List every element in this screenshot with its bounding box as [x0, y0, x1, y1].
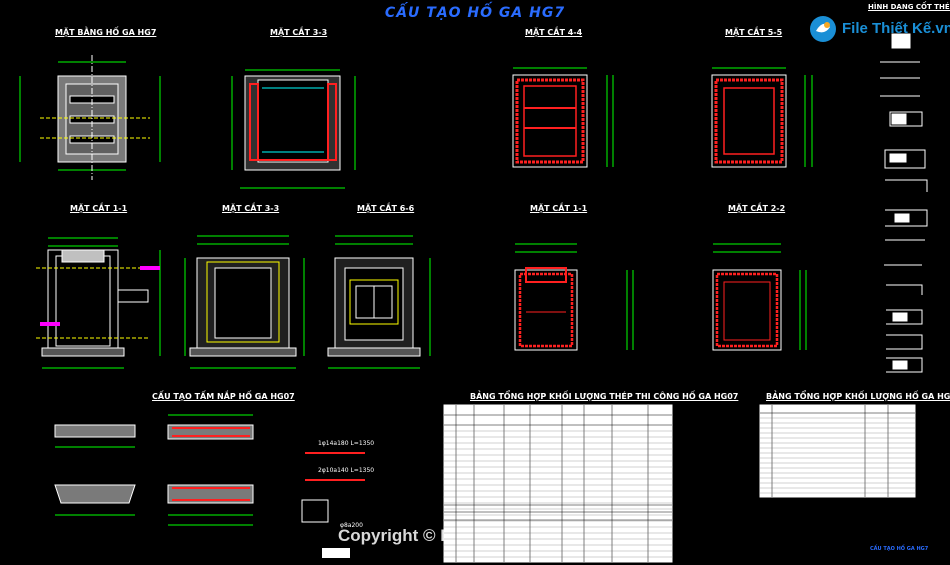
- drawing-title: CẤU TẠO HỐ GA HG7: [384, 5, 566, 21]
- section-22: [712, 243, 807, 351]
- section-11-right: [514, 243, 634, 351]
- label-section-66: MẶT CẮT 6-6: [357, 204, 415, 213]
- label-cover-slab: CẤU TẠO TẤM NẮP HỐ GA HG07: [152, 392, 295, 401]
- label-steel-shapes: HÌNH DẠNG CỐT THÉP: [868, 3, 950, 11]
- label-section-22: MẶT CẮT 2-2: [728, 204, 786, 213]
- label-steel-table: BẢNG TỔNG HỢP KHỐI LƯỢNG THÉP THI CÔNG H…: [470, 392, 739, 401]
- bar-mark-1: 1φ14a180 L=1350: [318, 440, 375, 447]
- steel-shapes-column: [880, 33, 928, 373]
- section-33-mid: [184, 235, 305, 369]
- volume-quantity-table: [759, 404, 916, 498]
- cover-slab-drawings: [54, 414, 365, 558]
- label-plan: MẶT BẰNG HỐ GA HG7: [55, 28, 157, 37]
- label-section-33-mid: MẶT CẮT 3-3: [222, 204, 280, 213]
- label-volume-table: BẢNG TỔNG HỢP KHỐI LƯỢNG HỐ GA HG7: [766, 392, 950, 401]
- section-55: [711, 67, 813, 168]
- plan-view: [19, 55, 161, 180]
- logo-icon: [810, 16, 836, 42]
- label-section-11-left: MẶT CẮT 1-1: [70, 204, 128, 213]
- bar-mark-3: φ8a200: [340, 522, 363, 529]
- section-44: [512, 67, 614, 168]
- steel-quantity-table: [443, 404, 673, 563]
- label-section-55: MẶT CẮT 5-5: [725, 28, 783, 37]
- label-section-11-right: MẶT CẮT 1-1: [530, 204, 588, 213]
- brand-logo: [808, 14, 838, 48]
- bar-mark-2: 2φ10a140 L=1350: [318, 467, 375, 474]
- logo-text: File Thiết Kế.vn: [842, 20, 950, 37]
- label-section-33-top: MẶT CẮT 3-3: [270, 28, 328, 37]
- table-caption: CẤU TẠO HỐ GA HG7: [870, 546, 929, 552]
- section-66: [327, 235, 431, 369]
- section-33-top: [231, 69, 356, 189]
- label-section-44: MẶT CẮT 4-4: [525, 28, 583, 37]
- section-11-left: [36, 237, 161, 369]
